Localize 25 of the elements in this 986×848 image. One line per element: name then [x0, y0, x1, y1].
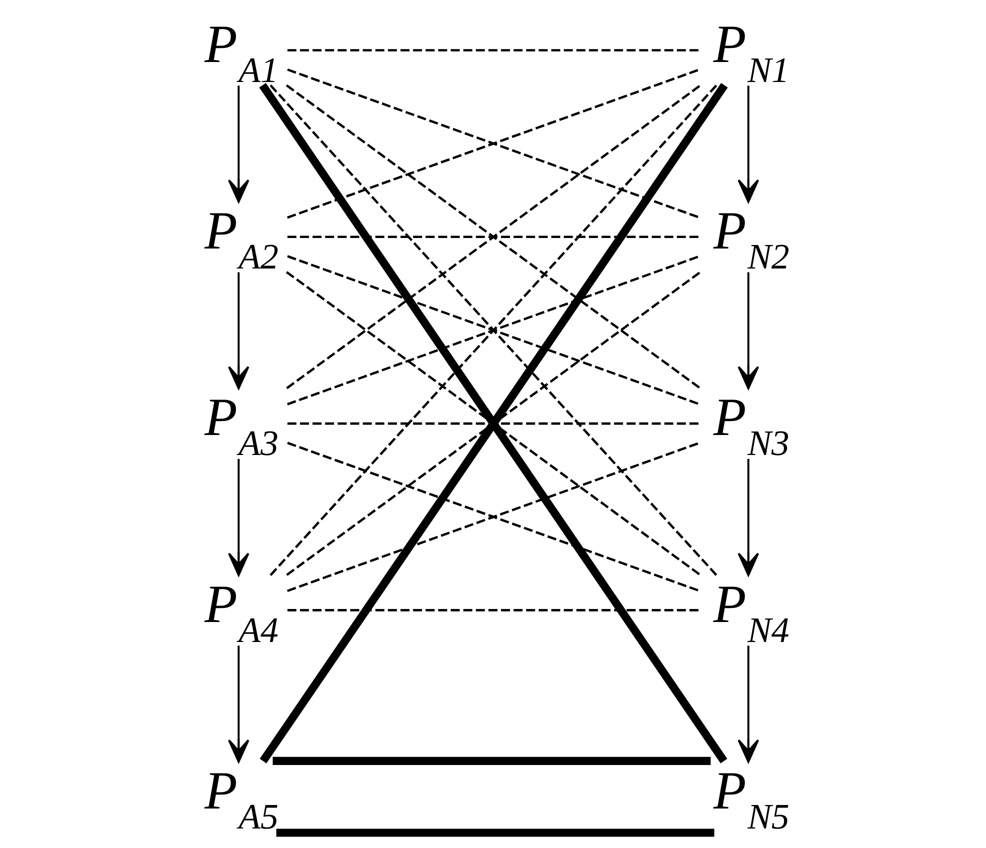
node-text: P$_{A4}$ [204, 574, 278, 650]
node-text: P$_{A1}$ [204, 14, 278, 90]
connector [269, 84, 717, 576]
node-text: P$_{A2}$ [204, 200, 278, 277]
node-text: P$_{N3}$ [712, 387, 789, 464]
arrow [737, 272, 759, 390]
connector [272, 756, 710, 766]
node-text: P$_{N5}$ [712, 760, 789, 837]
connector [286, 49, 700, 52]
node-text: P$_{N1}$ [712, 14, 789, 90]
connector [286, 609, 700, 612]
node-text: P$_{A5}$ [204, 760, 278, 837]
node-text: P$_{A3}$ [204, 387, 278, 464]
connector [286, 236, 700, 238]
arrow [227, 86, 249, 203]
connector [286, 422, 700, 425]
arrow [737, 86, 759, 203]
arrow [227, 272, 249, 390]
arrow [737, 458, 759, 576]
arrow [737, 646, 759, 763]
arrow [227, 458, 249, 576]
arrow [227, 646, 249, 763]
node-text: P$_{N4}$ [712, 574, 789, 650]
connector [276, 828, 714, 837]
node-text: P$_{N2}$ [712, 200, 789, 277]
